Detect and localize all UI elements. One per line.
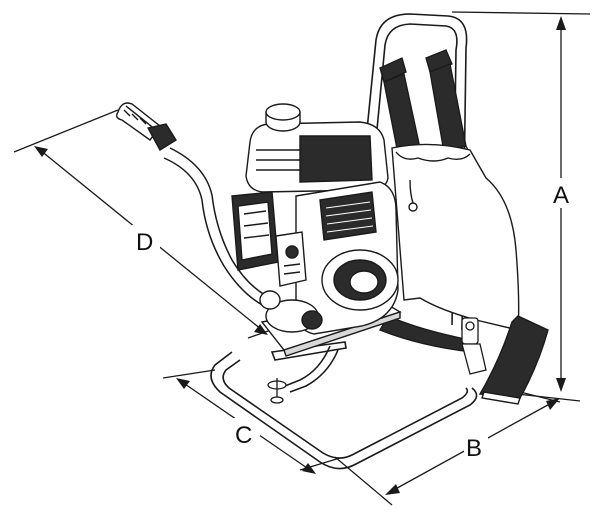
- base-frame: [210, 341, 478, 470]
- dimension-c-top-extension: [162, 369, 216, 379]
- dimension-a-bottom-arrow: [556, 378, 566, 392]
- waist-pad: [378, 315, 549, 405]
- recoil-starter-hub: [349, 270, 379, 294]
- dimension-a-label: A: [553, 182, 569, 209]
- back-pad: [391, 143, 520, 331]
- dimension-c-bottom-arrow: [302, 463, 316, 474]
- dimension-c-label: C: [235, 422, 252, 449]
- base-frame-bracket: [284, 345, 331, 387]
- muffler-outlet: [301, 310, 323, 330]
- right-shoulder-strap: [429, 63, 467, 153]
- fuel-cap-top: [265, 103, 301, 121]
- throttle-trigger-housing: [146, 123, 177, 151]
- dimension-d-bottom-arrow: [254, 324, 268, 335]
- backpack-frame: [365, 13, 468, 331]
- dimension-a-top-extension: [451, 11, 591, 15]
- muffler-end: [259, 290, 281, 310]
- dimension-c-label-bg: [232, 418, 260, 448]
- dimension-d-top-extension: [13, 109, 119, 153]
- right-strap-buckle: [425, 49, 453, 73]
- hose-outer: [169, 147, 276, 301]
- frame-bolt-nut: [270, 396, 284, 404]
- cylinder-fins: [319, 191, 377, 241]
- dimension-b-left-extension: [334, 456, 393, 506]
- back-pad-body: [391, 143, 520, 331]
- throttle-grip-ribs: [123, 105, 157, 131]
- dimension-b: [334, 391, 561, 506]
- left-shoulder-strap: [383, 73, 421, 155]
- waist-pad-edge: [481, 391, 521, 405]
- carburetor-linkage: [283, 263, 301, 275]
- fuel-tank-shade: [299, 135, 373, 183]
- dimension-a-top-arrow: [556, 16, 566, 30]
- shoulder-straps: [379, 49, 487, 251]
- back-pad-rivet: [408, 202, 418, 212]
- air-cleaner-slots: [243, 210, 270, 239]
- base-frame-outer: [210, 351, 478, 470]
- base-frame-bracket-inner: [289, 349, 339, 393]
- base-frame-inner: [222, 359, 469, 459]
- air-cleaner-panel: [237, 201, 273, 261]
- waist-belt-left: [378, 315, 473, 353]
- hose-inner: [163, 157, 273, 311]
- backpack-frame-outer: [365, 13, 468, 331]
- dimension-a-label-bg: [548, 178, 574, 208]
- dimension-d-top-arrow: [34, 146, 48, 157]
- dimension-c-top-arrow: [176, 378, 190, 389]
- back-pad-seam: [395, 151, 471, 162]
- dimension-b-label: B: [466, 435, 482, 462]
- backpack-frame-inner: [375, 23, 458, 326]
- carburetor-valve: [285, 245, 299, 259]
- cylinder-fin-lines: [325, 201, 374, 233]
- dimension-b-label-bg: [464, 432, 488, 462]
- belt-clamp-bolt: [465, 321, 475, 331]
- throttle-handle: [115, 102, 177, 151]
- hose: [163, 147, 276, 311]
- belt-clamp-plate: [461, 343, 487, 375]
- fuel-tank-ribs: [256, 149, 300, 171]
- base-frame-crossbar: [270, 341, 347, 361]
- engine: [231, 103, 399, 335]
- dimension-b-left-arrow: [385, 484, 400, 495]
- dimension-d-label: D: [136, 229, 153, 256]
- left-strap-buckle: [379, 57, 407, 83]
- back-pad-hook: [409, 179, 414, 204]
- dimension-d-label-bg: [132, 225, 160, 255]
- belt-hardware: [461, 317, 487, 375]
- dimension-b-right-arrow: [546, 398, 560, 410]
- carburetor: [275, 231, 307, 287]
- waist-pad-body: [478, 315, 549, 399]
- frame-bolt: [267, 378, 287, 404]
